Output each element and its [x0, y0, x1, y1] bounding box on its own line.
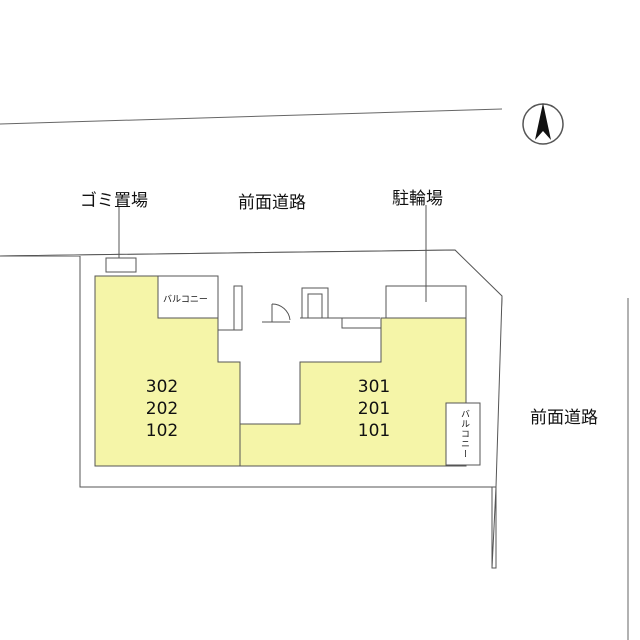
unit-number-left-3f: 302 [145, 377, 179, 397]
road-line-top [0, 108, 503, 125]
bicycle-parking-label: 駐輪場 [392, 189, 443, 209]
door-swing [271, 303, 291, 322]
unit-number-right-1f: 101 [357, 421, 391, 441]
north-arrow-icon [522, 103, 564, 145]
lot-right-extension [491, 486, 497, 569]
balcony-left-label: バルコニー [163, 295, 208, 305]
entrance-frame [301, 287, 329, 318]
balcony-right [445, 402, 481, 466]
unit-number-left-2f: 202 [145, 399, 179, 419]
unit-number-right-3f: 301 [357, 377, 391, 397]
entrance-wall-left [233, 285, 243, 331]
garbage-area-label: ゴミ置場 [80, 191, 148, 211]
balcony-right-label: バルコニー [459, 409, 469, 459]
unit-number-right-2f: 201 [357, 399, 391, 419]
front-road-right-label: 前面道路 [530, 408, 598, 428]
balcony-left [157, 275, 219, 319]
building-right [239, 317, 467, 467]
garbage-area [105, 257, 137, 273]
front-road-top-label: 前面道路 [238, 193, 306, 213]
unit-number-left-1f: 102 [145, 421, 179, 441]
